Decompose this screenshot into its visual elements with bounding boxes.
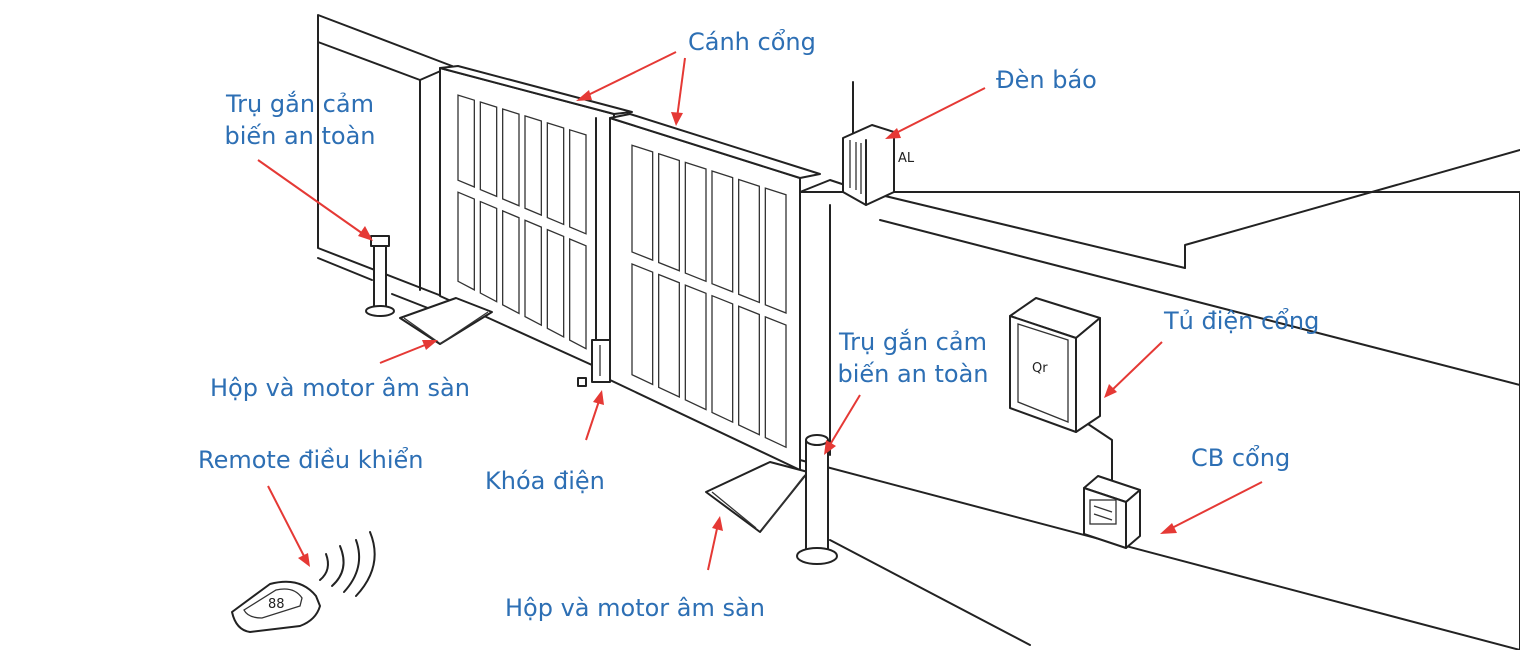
left-gate-panels bbox=[457, 94, 587, 350]
gate-panel-left bbox=[546, 228, 565, 339]
arrow-gate-leaf-b bbox=[676, 57, 686, 119]
label-gate-cb: CB cổng bbox=[1191, 444, 1291, 472]
gate-panel-left bbox=[457, 191, 475, 291]
gate-leaf-right bbox=[609, 113, 821, 471]
arrow-sensor-right bbox=[827, 394, 861, 449]
label-motor-box-right: Hộp và motor âm sàn bbox=[505, 594, 765, 622]
warning-light-drawing: AL bbox=[842, 81, 915, 206]
label-sensor-post-right: Trụ gắn cảm biến an toàn bbox=[823, 326, 1003, 390]
sensor-post-left-drawing bbox=[365, 235, 395, 317]
arrow-cb bbox=[1167, 481, 1263, 531]
arrow-lock bbox=[585, 397, 601, 441]
cabinet-tag: Qr bbox=[1032, 361, 1048, 376]
arrow-cabinet bbox=[1109, 341, 1163, 393]
gate-panel-right bbox=[684, 161, 707, 283]
gate-panel-right bbox=[658, 273, 680, 399]
label-gate-control-cabinet: Tủ điện cổng bbox=[1164, 307, 1320, 335]
remote-keypad: 88 bbox=[268, 597, 285, 612]
gate-panel-left bbox=[479, 200, 498, 303]
arrow-gate-leaf-a bbox=[581, 51, 677, 99]
electric-lock-drawing bbox=[577, 339, 611, 387]
label-sensor-post-left: Trụ gắn cảm biến an toàn bbox=[210, 88, 390, 152]
gate-panel-left bbox=[546, 121, 565, 226]
gate-panel-right bbox=[711, 170, 734, 293]
label-remote-control: Remote điều khiển bbox=[198, 446, 424, 474]
gate-panel-left bbox=[524, 219, 542, 327]
gate-panel-left bbox=[524, 115, 542, 217]
gate-panel-right bbox=[658, 152, 680, 272]
gate-leaf-left bbox=[439, 65, 633, 376]
arrow-warning-light bbox=[891, 87, 986, 136]
arrow-sensor-left bbox=[257, 159, 367, 237]
label-sensor-post-left-line1: Trụ gắn cảm bbox=[226, 90, 374, 118]
label-electric-lock: Khóa điện bbox=[485, 467, 605, 495]
sensor-post-right-drawing bbox=[796, 434, 838, 565]
gate-panel-right bbox=[631, 263, 654, 386]
arrow-motor-left bbox=[379, 342, 431, 364]
cb-box-drawing bbox=[1083, 475, 1141, 549]
arrow-motor-right bbox=[707, 523, 719, 571]
gate-panel-right bbox=[738, 305, 760, 436]
arrow-remote bbox=[267, 485, 307, 561]
gate-panel-left bbox=[457, 94, 475, 189]
warning-light-tag: AL bbox=[898, 151, 915, 166]
right-wall bbox=[799, 149, 1520, 651]
label-motor-box-left: Hộp và motor âm sàn bbox=[210, 374, 470, 402]
label-sensor-post-right-line2: biến an toàn bbox=[837, 360, 989, 388]
right-gate-panels bbox=[631, 144, 787, 449]
gate-panel-right bbox=[711, 294, 734, 424]
control-cabinet-drawing: Qr bbox=[1009, 297, 1113, 481]
gate-panel-right bbox=[631, 144, 654, 262]
label-sensor-post-left-line2: biến an toàn bbox=[224, 122, 376, 150]
remote-drawing: 88 bbox=[231, 531, 376, 633]
gate-panel-right bbox=[764, 315, 787, 449]
gate-panel-right bbox=[764, 187, 787, 314]
gate-panel-left bbox=[479, 101, 498, 198]
gate-panel-left bbox=[569, 237, 587, 350]
label-sensor-post-right-line1: Trụ gắn cảm bbox=[839, 328, 987, 356]
gate-panel-right bbox=[738, 178, 760, 304]
callout-arrows bbox=[257, 51, 1263, 571]
motor-box-left-drawing bbox=[399, 297, 493, 345]
label-warning-light: Đèn báo bbox=[996, 66, 1097, 94]
gate-panel-right bbox=[684, 284, 707, 411]
label-gate-leaf: Cánh cổng bbox=[688, 28, 816, 56]
gate-panel-left bbox=[569, 128, 587, 235]
gate-panel-left bbox=[502, 209, 520, 315]
motor-box-right-drawing bbox=[705, 461, 809, 533]
gate-panel-left bbox=[502, 108, 520, 207]
